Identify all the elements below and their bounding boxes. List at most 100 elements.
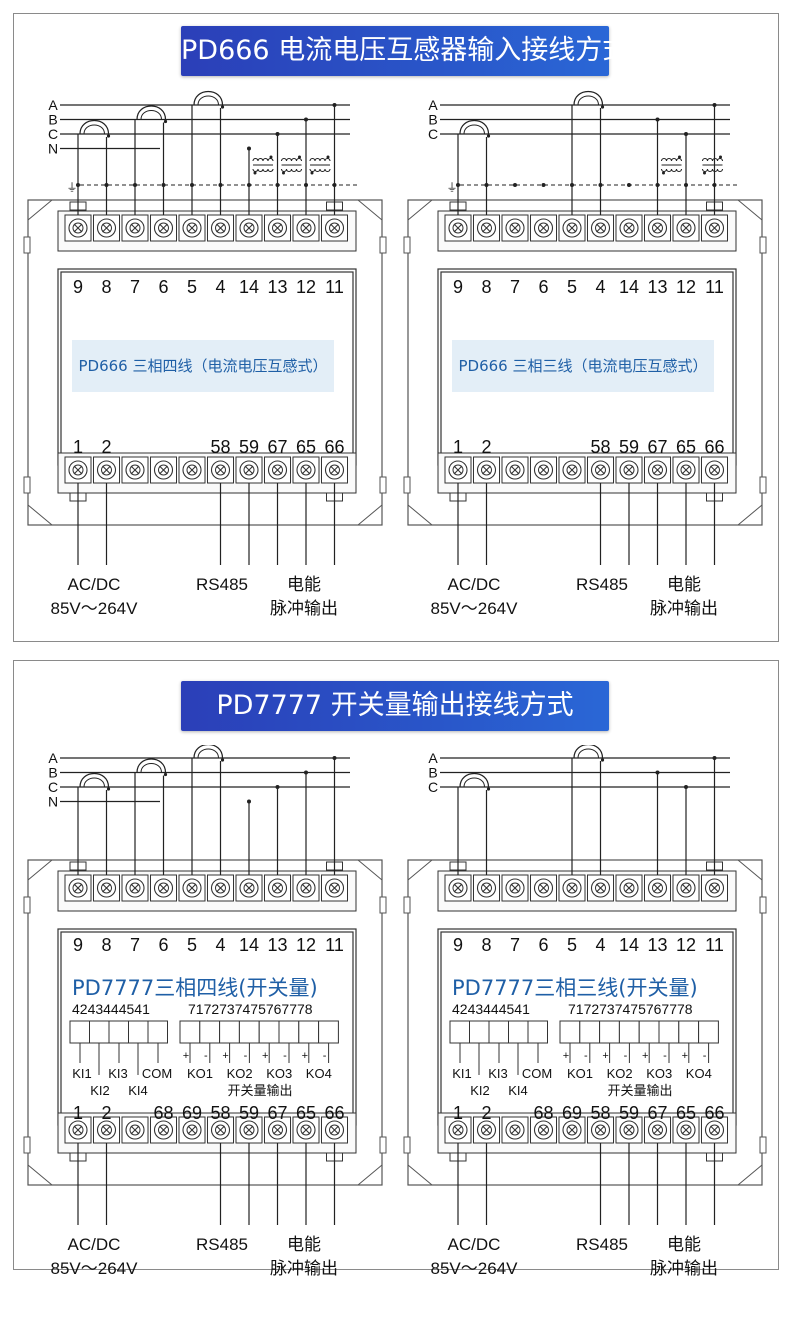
bottom-terminal-screw bbox=[321, 456, 348, 484]
top-terminal-screw bbox=[615, 214, 643, 242]
ko-caption: 开关量输出 bbox=[227, 1083, 292, 1098]
bottom-terminal-screw bbox=[444, 1116, 472, 1144]
ct-loop-a bbox=[193, 91, 225, 109]
top-terminal-screw bbox=[235, 214, 263, 242]
top-terminal-screw bbox=[321, 874, 348, 902]
bottom-terminal-number: 67 bbox=[267, 1103, 287, 1123]
junction-dot bbox=[627, 183, 631, 187]
ko-label: KO1 bbox=[187, 1066, 213, 1081]
bottom-terminal-number: 2 bbox=[101, 437, 111, 457]
junction-dot bbox=[104, 183, 109, 187]
top-terminal-screw bbox=[150, 214, 177, 242]
bottom-terminal-screw bbox=[178, 1116, 206, 1144]
bottom-terminal-number: 69 bbox=[182, 1103, 202, 1123]
ko-label: KO1 bbox=[567, 1066, 593, 1081]
bottom-terminal-screw bbox=[235, 456, 263, 484]
ki-label: KI4 bbox=[128, 1083, 148, 1098]
bottom-terminal-number: 65 bbox=[676, 1103, 696, 1123]
bottom-terminal-screw bbox=[235, 1116, 263, 1144]
bottom-terminal-number: 66 bbox=[704, 1103, 724, 1123]
bottom-terminal-screw bbox=[264, 456, 291, 484]
polarity-sign: - bbox=[323, 1050, 327, 1062]
top-terminal-number: 12 bbox=[676, 277, 696, 297]
ct-loop-b bbox=[136, 758, 168, 777]
junction-dot bbox=[484, 183, 489, 187]
bottom-terminal-number: 59 bbox=[619, 437, 639, 457]
top-terminal-screw bbox=[558, 874, 586, 902]
phase-label-b: B bbox=[48, 765, 57, 781]
phase-label-b: B bbox=[428, 112, 437, 128]
junction-dot bbox=[275, 132, 280, 136]
bottom-terminal-screw bbox=[701, 456, 728, 484]
bottom-terminal-screw bbox=[558, 1116, 586, 1144]
bottom-terminal-number: 59 bbox=[239, 437, 259, 457]
top-terminal-number: 14 bbox=[239, 277, 259, 297]
polarity-sign: + bbox=[682, 1050, 688, 1062]
bottom-terminal-screw bbox=[292, 456, 320, 484]
bottom-terminal-number: 2 bbox=[101, 1103, 111, 1123]
ko-caption: 开关量输出 bbox=[607, 1083, 672, 1098]
bottom-terminal-screw bbox=[121, 456, 149, 484]
phase-label-a: A bbox=[48, 97, 58, 113]
phase-label-n: N bbox=[48, 141, 58, 157]
top-terminal-screw bbox=[207, 874, 234, 902]
pulse-output-label: 电能脉冲输出 bbox=[254, 1233, 354, 1281]
junction-dot bbox=[655, 183, 660, 187]
rs485-label: RS485 bbox=[180, 573, 264, 597]
phase-label-n: N bbox=[48, 794, 58, 810]
phase-label-b: B bbox=[48, 112, 57, 128]
junction-dot bbox=[712, 183, 717, 187]
rs485-label: RS485 bbox=[560, 573, 644, 597]
bottom-terminal-screw bbox=[530, 1116, 557, 1144]
pulse-output-label-line: 脉冲输出 bbox=[270, 599, 338, 618]
ko-terminal-numbers: 7172737475767778 bbox=[188, 1001, 313, 1017]
pulse-output-label-line: 脉冲输出 bbox=[650, 1259, 718, 1278]
top-terminal-number: 8 bbox=[101, 935, 111, 955]
voltage-transformer-icon bbox=[701, 155, 724, 175]
pulse-output-label-line: 电能 bbox=[667, 575, 701, 594]
top-terminal-screw bbox=[587, 874, 614, 902]
pulse-output-label: 电能脉冲输出 bbox=[634, 573, 734, 621]
bottom-terminal-number: 59 bbox=[239, 1103, 259, 1123]
bottom-terminal-screw bbox=[672, 456, 700, 484]
phase-label-a: A bbox=[48, 750, 58, 766]
pulse-output-label-line: 脉冲输出 bbox=[650, 599, 718, 618]
model-label: PD7777三相四线(开关量) bbox=[72, 976, 318, 1000]
bottom-terminal-number: 1 bbox=[453, 1103, 463, 1123]
top-terminal-number: 4 bbox=[215, 277, 225, 297]
bottom-terminal-screw bbox=[530, 456, 557, 484]
pulse-output-label-line: 脉冲输出 bbox=[270, 1259, 338, 1278]
bottom-terminal-number: 65 bbox=[676, 437, 696, 457]
rs485-label-line: RS485 bbox=[196, 1235, 248, 1254]
top-terminal-screw bbox=[150, 874, 177, 902]
junction-dot bbox=[247, 799, 251, 804]
top-terminal-screw bbox=[558, 214, 586, 242]
ki-label: COM bbox=[142, 1066, 172, 1081]
bottom-terminal-screw bbox=[93, 456, 120, 484]
bottom-terminal-screw bbox=[615, 456, 643, 484]
junction-dot bbox=[598, 183, 603, 187]
bottom-terminal-screw bbox=[558, 456, 586, 484]
junction-dot bbox=[332, 756, 337, 760]
ki-label: KI3 bbox=[488, 1066, 508, 1081]
bottom-terminal-screw bbox=[150, 1116, 177, 1144]
phase-label-a: A bbox=[428, 97, 438, 113]
bottom-terminal-number: 66 bbox=[704, 437, 724, 457]
ko-label: KO4 bbox=[306, 1066, 332, 1081]
phase-label-c: C bbox=[428, 126, 438, 142]
junction-dot bbox=[275, 183, 280, 187]
top-terminal-screw bbox=[473, 874, 500, 902]
bottom-terminal-number: 67 bbox=[267, 437, 287, 457]
bottom-terminal-number: 58 bbox=[210, 437, 230, 457]
bottom-terminal-screw bbox=[501, 456, 529, 484]
ko-label: KO3 bbox=[266, 1066, 292, 1081]
bottom-terminal-screw bbox=[615, 1116, 643, 1144]
top-terminal-screw bbox=[444, 214, 472, 242]
voltage-transformer-icon bbox=[280, 155, 303, 175]
bottom-terminal-number: 66 bbox=[324, 1103, 344, 1123]
junction-dot bbox=[684, 132, 688, 136]
pulse-output-label: 电能脉冲输出 bbox=[634, 1233, 734, 1281]
voltage-transformer-icon bbox=[252, 155, 274, 175]
